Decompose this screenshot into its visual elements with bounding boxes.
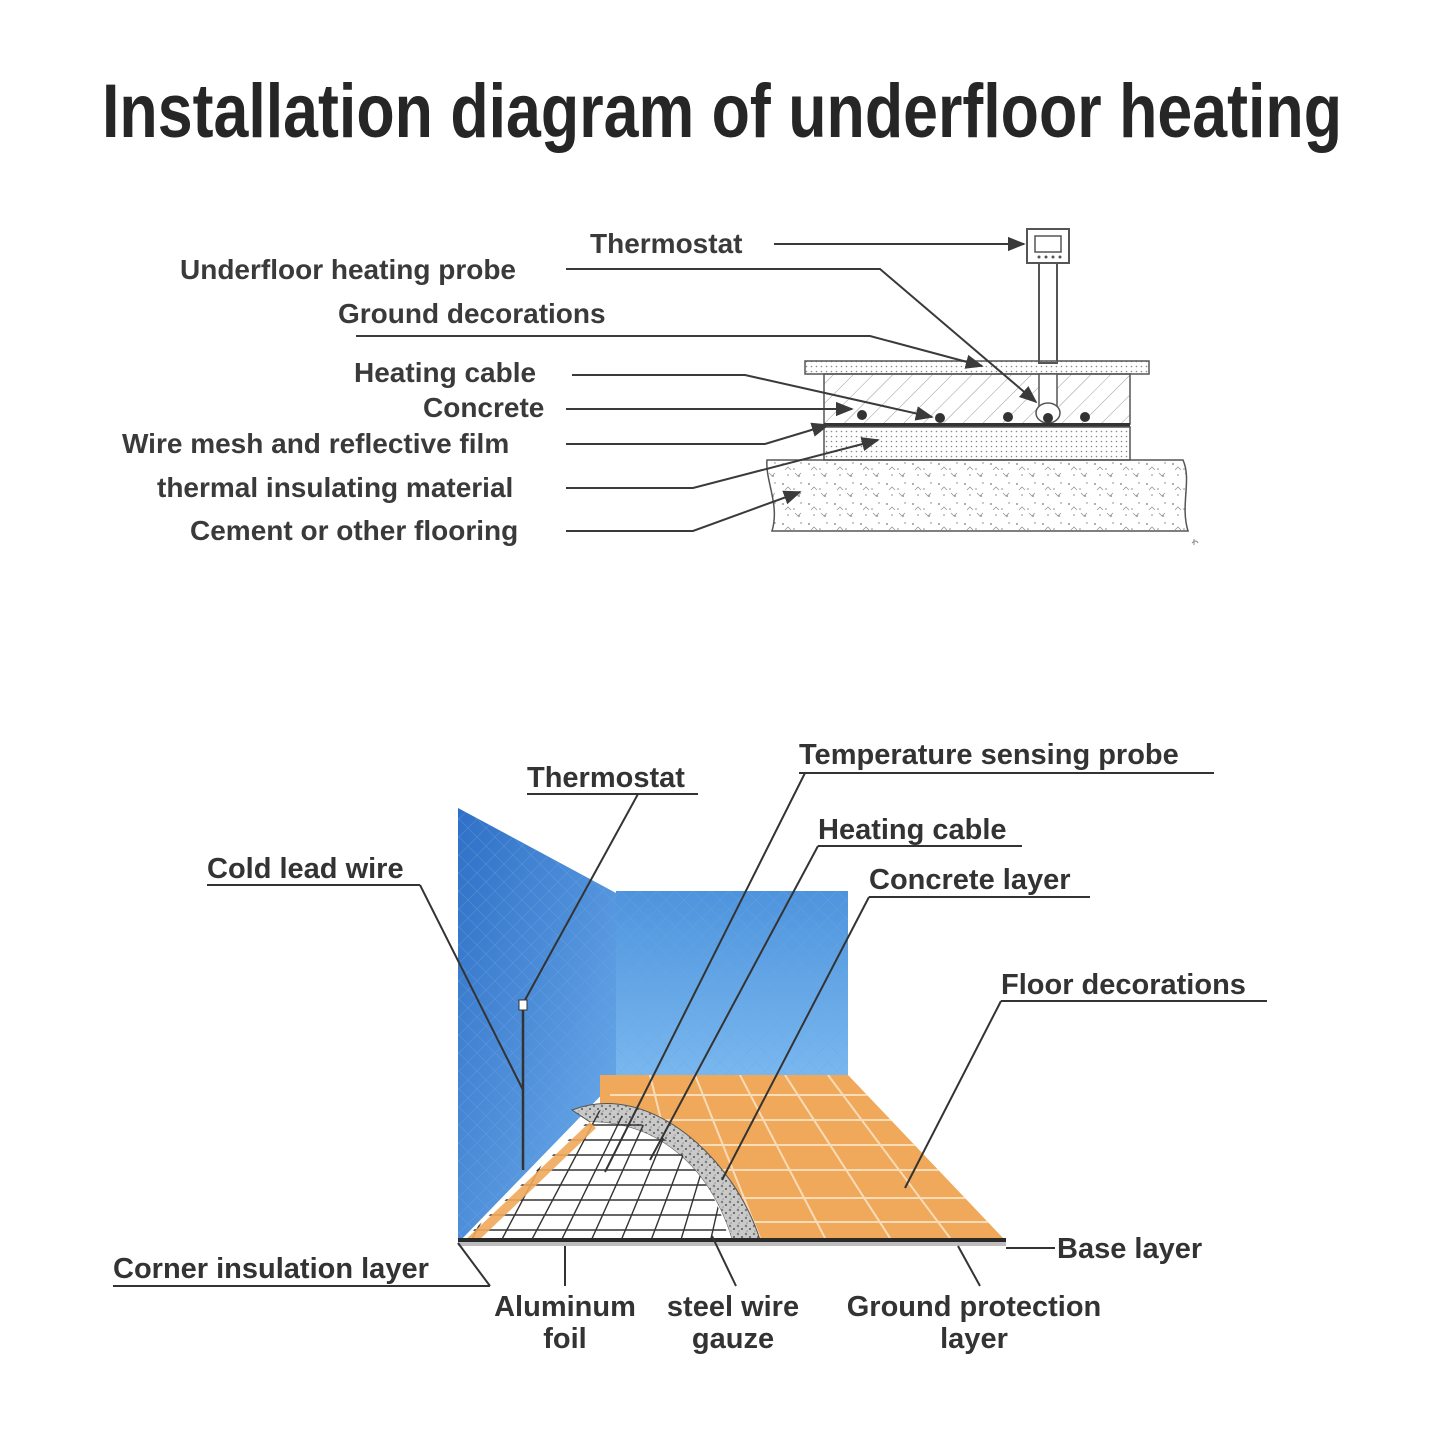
label-steel-1: steel wire — [667, 1291, 799, 1323]
label-base-layer: Base layer — [1057, 1233, 1202, 1265]
room-label-underlines — [113, 772, 1267, 1287]
label-room-thermostat: Thermostat — [527, 762, 685, 794]
label-corner-insulation: Corner insulation layer — [113, 1253, 429, 1285]
label-ground-protection-2: layer — [940, 1323, 1008, 1355]
label-wire-mesh: Wire mesh and reflective film — [122, 428, 509, 459]
label-concrete-layer: Concrete layer — [869, 864, 1071, 896]
heating-cable-dots — [857, 410, 1090, 423]
ground-decoration-layer — [804, 360, 1150, 375]
label-insulation: thermal insulating material — [157, 472, 513, 503]
label-ground-protection-1: Ground protection — [847, 1291, 1102, 1323]
label-ground-decorations: Ground decorations — [338, 298, 606, 329]
label-concrete: Concrete — [423, 392, 544, 423]
label-cement: Cement or other flooring — [190, 515, 518, 546]
wire-mesh-film — [824, 423, 1130, 427]
label-temperature-probe: Temperature sensing probe — [799, 739, 1179, 771]
room-leaders — [419, 772, 1002, 1287]
steel-wire-gauze — [462, 1122, 732, 1243]
label-steel-2: gauze — [692, 1323, 774, 1355]
concrete-layer — [823, 373, 1131, 425]
label-probe: Underfloor heating probe — [180, 254, 516, 285]
cross-section-leaders — [356, 236, 1038, 532]
label-aluminum-1: Aluminum — [494, 1291, 636, 1323]
page-title: Installation diagram of underfloor heati… — [102, 69, 1342, 154]
label-aluminum-2: foil — [543, 1323, 587, 1355]
label-cold-lead: Cold lead wire — [207, 853, 404, 885]
cement-base — [766, 459, 1190, 532]
thermal-insulation-layer — [823, 426, 1131, 461]
label-floor-decorations: Floor decorations — [1001, 969, 1246, 1001]
thermostat-conduit — [1038, 262, 1058, 364]
label-heating-cable-top: Heating cable — [354, 357, 536, 388]
room-thermostat — [518, 999, 528, 1011]
label-room-heating-cable: Heating cable — [818, 814, 1007, 846]
label-thermostat-top: Thermostat — [590, 228, 742, 259]
cross-section-drawing — [766, 228, 1199, 545]
base-layer-strip — [458, 1238, 1006, 1242]
